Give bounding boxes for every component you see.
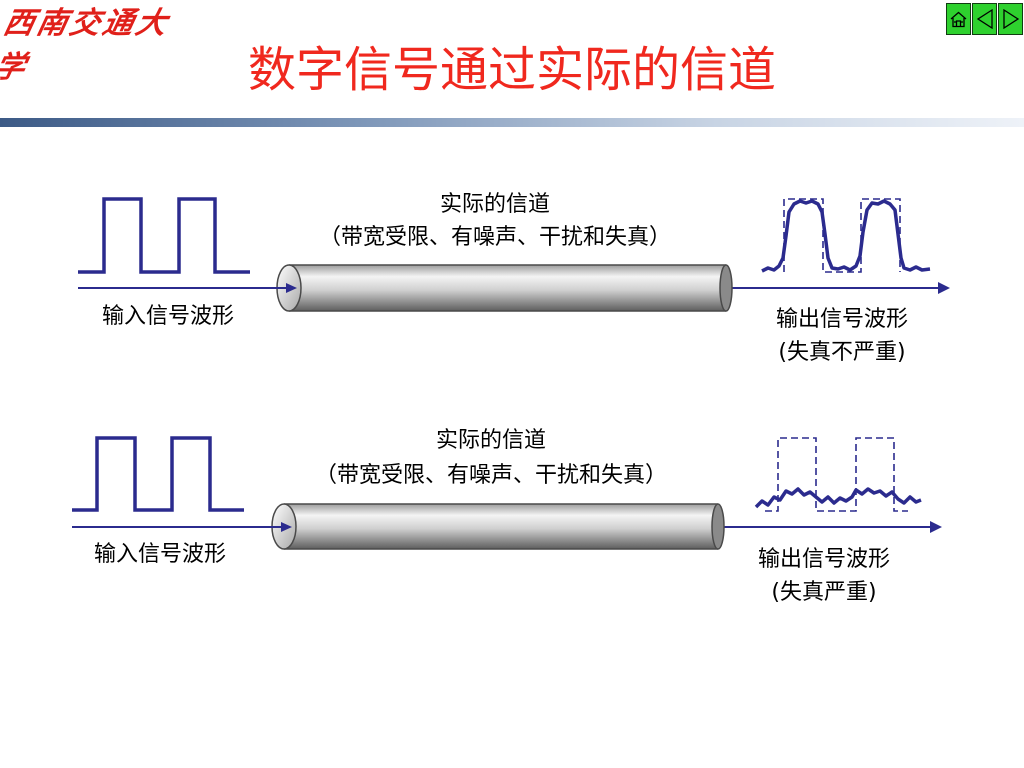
- axis-arrowhead: [938, 282, 950, 294]
- home-icon: [950, 11, 967, 27]
- channel-cylinder: [271, 503, 725, 550]
- ideal-reference-wave: [765, 437, 908, 512]
- channel-note-2: （带宽受限、有噪声、干扰和失真）: [314, 463, 667, 488]
- channel-input-arrowhead: [281, 522, 292, 532]
- home-button[interactable]: [946, 3, 971, 35]
- output-label-1: 输出信号波形: [775, 307, 908, 332]
- diagram-mild: [78, 197, 950, 312]
- triangle-left-icon: [976, 9, 993, 29]
- output-label-2: 输出信号波形: [757, 547, 890, 572]
- axis-arrowhead: [930, 521, 942, 533]
- diagram-severe: [72, 436, 942, 550]
- page-title: 数字信号通过实际的信道: [247, 42, 776, 98]
- previous-button[interactable]: [972, 3, 997, 35]
- channel-cylinder: [276, 264, 733, 312]
- title-divider: [0, 118, 1024, 127]
- input-square-wave: [78, 197, 250, 274]
- channel-title-1: 实际的信道: [439, 192, 550, 217]
- channel-note-1: （带宽受限、有噪声、干扰和失真）: [318, 225, 671, 250]
- slide-nav: [946, 3, 1023, 35]
- next-button[interactable]: [998, 3, 1023, 35]
- channel-input-arrowhead: [286, 283, 297, 293]
- input-label-2: 输入信号波形: [93, 542, 226, 567]
- channel-title-2: 实际的信道: [435, 428, 546, 453]
- output-note-2: (失真严重): [771, 580, 877, 605]
- ideal-reference-wave: [783, 198, 901, 273]
- output-note-1: (失真不严重): [778, 340, 906, 365]
- output-distorted-wave: [761, 199, 931, 273]
- input-label-1: 输入信号波形: [101, 304, 234, 329]
- input-square-wave: [72, 436, 244, 512]
- triangle-right-icon: [1002, 9, 1019, 29]
- output-distorted-wave: [754, 487, 922, 509]
